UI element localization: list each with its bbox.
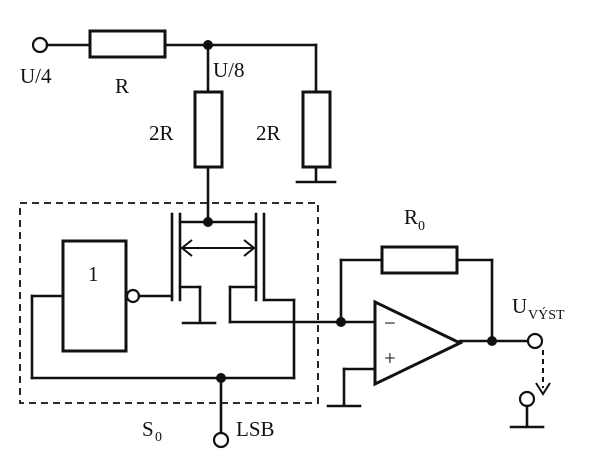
ladder-resistor (193, 90, 224, 169)
feedback-resistor-label: R (404, 205, 418, 229)
output-label: U (512, 294, 527, 318)
inverter-bubble (125, 288, 141, 304)
output-terminal (526, 332, 544, 350)
switch-label: S (142, 417, 154, 441)
lsb-label: LSB (236, 417, 275, 441)
series-resistor-label: R (115, 74, 129, 98)
input-terminal (31, 36, 49, 54)
series-resistor (88, 29, 167, 59)
inverter-gate (61, 239, 128, 353)
op-amp-minus-label: − (384, 311, 396, 335)
output-junction (487, 336, 497, 346)
left-arrow-icon (180, 239, 193, 257)
ladder-resistor-label: 2R (149, 121, 174, 145)
switch-module-outline (19, 202, 319, 404)
switch-label-sub: 0 (155, 430, 162, 445)
right-arrow-icon (243, 239, 256, 257)
feedback-resistor (380, 245, 459, 275)
lsb-terminal (212, 431, 230, 449)
shunt-resistor (301, 90, 332, 169)
op-amp (373, 299, 464, 387)
switch-node-junction (203, 217, 213, 227)
node-voltage-label: U/8 (213, 58, 245, 82)
input-voltage-label: U/4 (20, 64, 52, 88)
shunt-resistor-label: 2R (256, 121, 281, 145)
ground-terminal (518, 390, 536, 408)
output-label-sub: VÝST (528, 306, 565, 323)
feedback-resistor-label-sub: 0 (418, 219, 425, 234)
inverter-label: 1 (88, 262, 99, 286)
op-amp-plus-label: + (384, 346, 396, 370)
output-arrow-icon (535, 382, 551, 396)
